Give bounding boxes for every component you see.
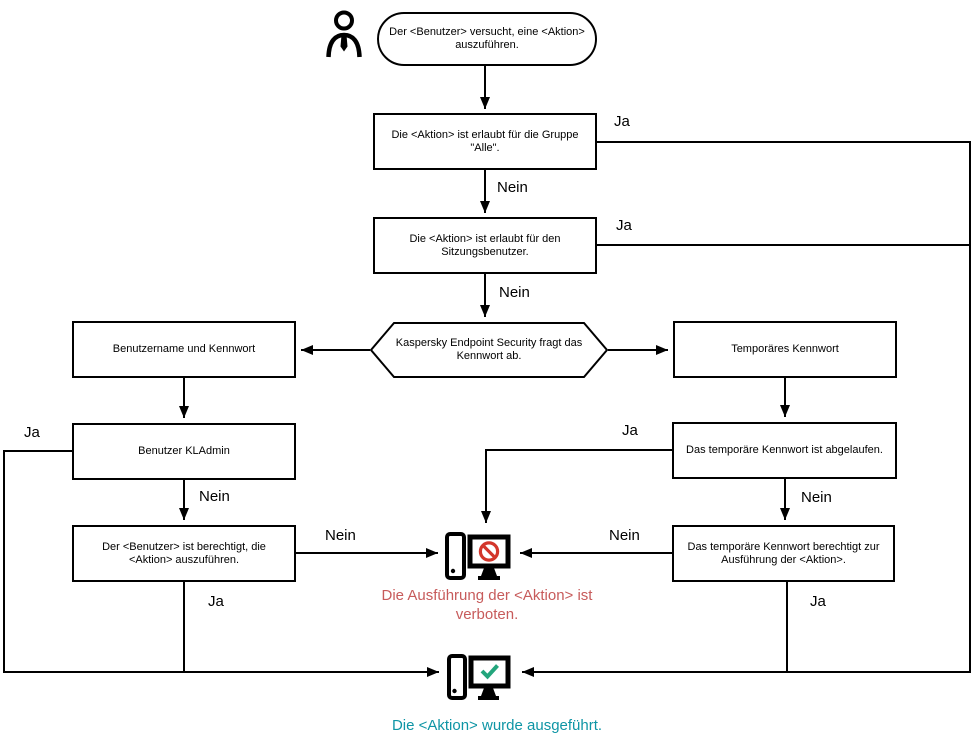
node-sitzungsbenutzer: Die <Aktion> ist erlaubt für den Sitzung… [373,217,597,274]
edge-label-group-nein: Nein [497,179,528,196]
node-group-alle-label: Die <Aktion> ist erlaubt für die Gruppe … [391,128,579,154]
edge-label-session-nein: Nein [499,284,530,301]
edge-label-tempberechtigt-nein: Nein [609,527,640,544]
edge-label-abgelaufen-nein: Nein [801,489,832,506]
edge-label-berechtigt-ja: Ja [208,593,224,610]
outcome-executed-text: Die <Aktion> wurde ausgeführt. [391,717,603,734]
edge-abgelaufen-ja [481,449,672,523]
node-temporaeres-kennwort: Temporäres Kennwort [673,321,897,378]
edge-kladmin-ja-left-rail [3,450,439,677]
node-group-alle: Die <Aktion> ist erlaubt für die Gruppe … [373,113,597,170]
edge-group-ja-right-rail [522,141,971,677]
node-benutzer-berechtigt-label: Der <Benutzer> ist berechtigt, die <Akti… [102,540,266,566]
node-kennwort-abfrage-label: Kaspersky Endpoint Security fragt das Ke… [395,337,583,362]
node-benutzername-kennwort: Benutzername und Kennwort [72,321,296,378]
node-kennwort-berechtigt: Das temporäre Kennwort berechtigt zur Au… [672,525,895,582]
node-benutzername-kennwort-label: Benutzername und Kennwort [112,343,256,355]
node-benutzer-berechtigt: Der <Benutzer> ist berechtigt, die <Akti… [72,525,296,582]
edge-label-tempberechtigt-ja: Ja [810,593,826,610]
edge-label-abgelaufen-ja: Ja [622,422,638,439]
node-kennwort-abgelaufen-label: Das temporäre Kennwort ist abgelaufen. [686,444,883,456]
edge-label-berechtigt-nein: Nein [325,527,356,544]
node-temporaeres-kennwort-label: Temporäres Kennwort [731,343,839,355]
node-kennwort-abgelaufen: Das temporäre Kennwort ist abgelaufen. [672,422,897,479]
edge-label-group-ja: Ja [614,113,630,130]
node-benutzer-kladmin: Benutzer KLAdmin [72,423,296,480]
edge-label-kladmin-nein: Nein [199,488,230,505]
node-sitzungsbenutzer-label: Die <Aktion> ist erlaubt für den Sitzung… [409,232,561,258]
node-start-label: Der <Benutzer> versucht, eine <Aktion> a… [389,26,585,51]
computer-success-icon [447,654,511,700]
edge-label-session-ja: Ja [616,217,632,234]
outcome-denied-text: Die Ausführung der <Aktion> ist verboten… [381,587,593,623]
node-start: Der <Benutzer> versucht, eine <Aktion> a… [377,12,597,66]
node-benutzer-kladmin-label: Benutzer KLAdmin [138,445,230,457]
node-kennwort-abfrage: Kaspersky Endpoint Security fragt das Ke… [369,322,609,378]
hexagon-shape [369,322,609,378]
edge-label-kladmin-ja: Ja [24,424,40,441]
user-person-icon [326,10,362,58]
computer-denied-icon [445,532,511,580]
node-kennwort-berechtigt-label: Das temporäre Kennwort berechtigt zur Au… [687,540,880,566]
